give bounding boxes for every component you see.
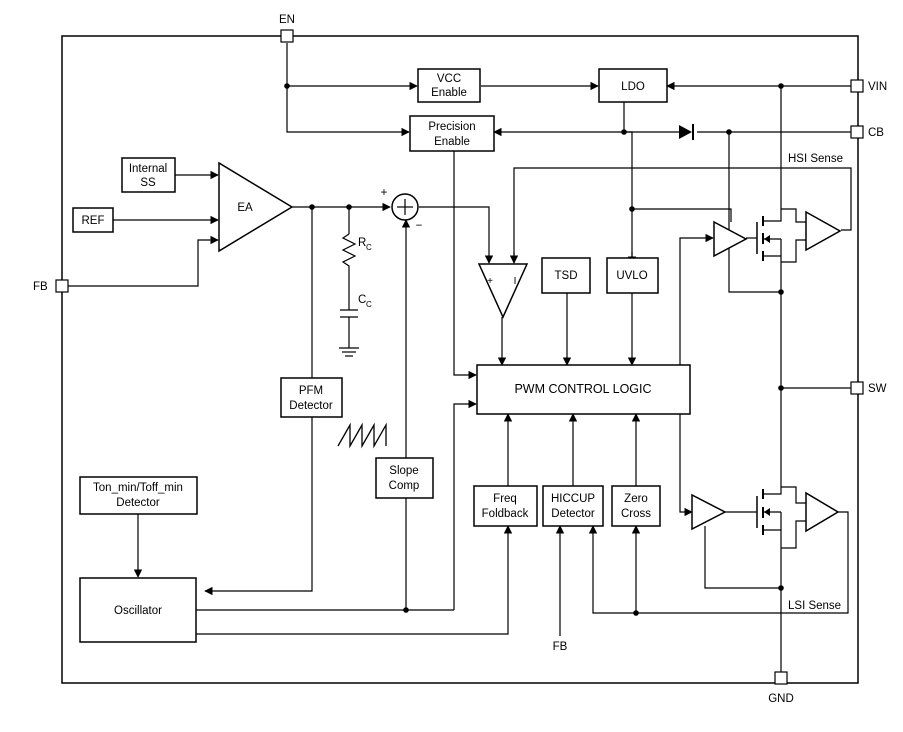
svg-text:UVLO: UVLO (616, 270, 647, 282)
gnd-pin (774, 671, 788, 685)
rc-label: R C (358, 237, 372, 252)
hsi-sense-label: HSI Sense (788, 153, 843, 165)
high-side-mosfet (756, 208, 806, 263)
svg-text:Detector: Detector (289, 400, 333, 412)
svg-text:Detector: Detector (551, 508, 595, 520)
hiccup-detector-block: HICCUP Detector (542, 485, 604, 527)
svg-text:LDO: LDO (621, 81, 645, 93)
svg-text:C: C (358, 294, 366, 306)
svg-text:HICCUP: HICCUP (551, 493, 595, 505)
tsd-block: TSD (541, 257, 591, 294)
svg-text:I: I (514, 276, 517, 287)
svg-text:EA: EA (237, 202, 253, 214)
svg-text:C: C (366, 243, 372, 252)
svg-text:Cross: Cross (621, 508, 651, 520)
low-side-mosfet (756, 486, 806, 549)
high-side-sense-amp (805, 210, 842, 252)
pwm-comparator: + I (477, 263, 529, 319)
internal-ss-block: Internal SS (121, 157, 176, 193)
ton-toff-detector-block: Ton_min/Toff_min Detector (79, 476, 198, 515)
pwm-control-logic-block: PWM CONTROL LOGIC (476, 364, 691, 415)
vin-pin-label: VIN (868, 81, 887, 93)
pins: EN VIN CB FB SW GND FB (33, 14, 887, 705)
gnd-pin-label: GND (768, 693, 794, 705)
svg-text:Oscillator: Oscillator (114, 605, 162, 617)
fb-pin-label: FB (33, 281, 48, 293)
pfm-detector-block: PFM Detector (280, 377, 343, 418)
svg-text:C: C (366, 300, 372, 309)
svg-text:PFM: PFM (299, 385, 323, 397)
svg-text:Precision: Precision (428, 121, 475, 133)
svg-text:Internal: Internal (129, 163, 167, 175)
freq-foldback-block: Freq Foldback (473, 485, 538, 527)
fb-bottom-label: FB (553, 641, 568, 653)
svg-text:+: + (487, 276, 493, 287)
zero-cross-block: Zero Cross (611, 485, 661, 527)
uvlo-block: UVLO (606, 257, 659, 294)
bootstrap-diode (679, 124, 694, 140)
high-side-driver (713, 220, 748, 258)
lsi-sense-label: LSI Sense (788, 600, 841, 612)
svg-text:Foldback: Foldback (482, 508, 529, 520)
cb-pin (850, 125, 864, 139)
vcc-enable-block: VCC Enable (417, 68, 481, 103)
sum-minus-label: − (416, 220, 423, 232)
cb-pin-label: CB (868, 127, 884, 139)
svg-text:REF: REF (82, 215, 105, 227)
svg-text:Enable: Enable (434, 136, 470, 148)
sw-pin (850, 381, 864, 395)
precision-enable-block: Precision Enable (409, 115, 495, 152)
svg-text:Comp: Comp (389, 480, 420, 492)
svg-text:Enable: Enable (431, 87, 467, 99)
ref-block: REF (72, 207, 114, 233)
svg-text:TSD: TSD (555, 270, 578, 282)
fb-pin (55, 279, 69, 293)
wires (68, 43, 852, 672)
cc-label: C C (358, 294, 372, 309)
low-side-driver (691, 493, 727, 531)
svg-text:Zero: Zero (624, 493, 648, 505)
summing-junction: + − (381, 187, 423, 232)
slope-comp-block: Slope Comp (375, 457, 434, 499)
vin-pin (850, 79, 864, 93)
svg-text:Slope: Slope (389, 465, 418, 477)
sw-pin-label: SW (868, 383, 887, 395)
oscillator-block: Oscillator (79, 577, 197, 643)
chip-outline (61, 35, 859, 684)
svg-text:SS: SS (140, 177, 156, 189)
en-pin (280, 29, 294, 43)
junction-dots (284, 83, 784, 616)
svg-text:Ton_min/Toff_min: Ton_min/Toff_min (93, 482, 183, 494)
error-amplifier: EA (218, 161, 294, 253)
svg-text:Detector: Detector (116, 497, 160, 509)
svg-text:PWM CONTROL LOGIC: PWM CONTROL LOGIC (514, 382, 651, 396)
low-side-sense-amp (805, 491, 840, 533)
sawtooth-waveform (337, 422, 387, 449)
svg-text:VCC: VCC (437, 73, 461, 85)
svg-text:R: R (358, 237, 366, 249)
en-pin-label: EN (279, 14, 295, 26)
svg-text:Freq: Freq (493, 493, 517, 505)
ldo-block: LDO (598, 68, 668, 103)
sum-plus-label: + (381, 187, 388, 199)
